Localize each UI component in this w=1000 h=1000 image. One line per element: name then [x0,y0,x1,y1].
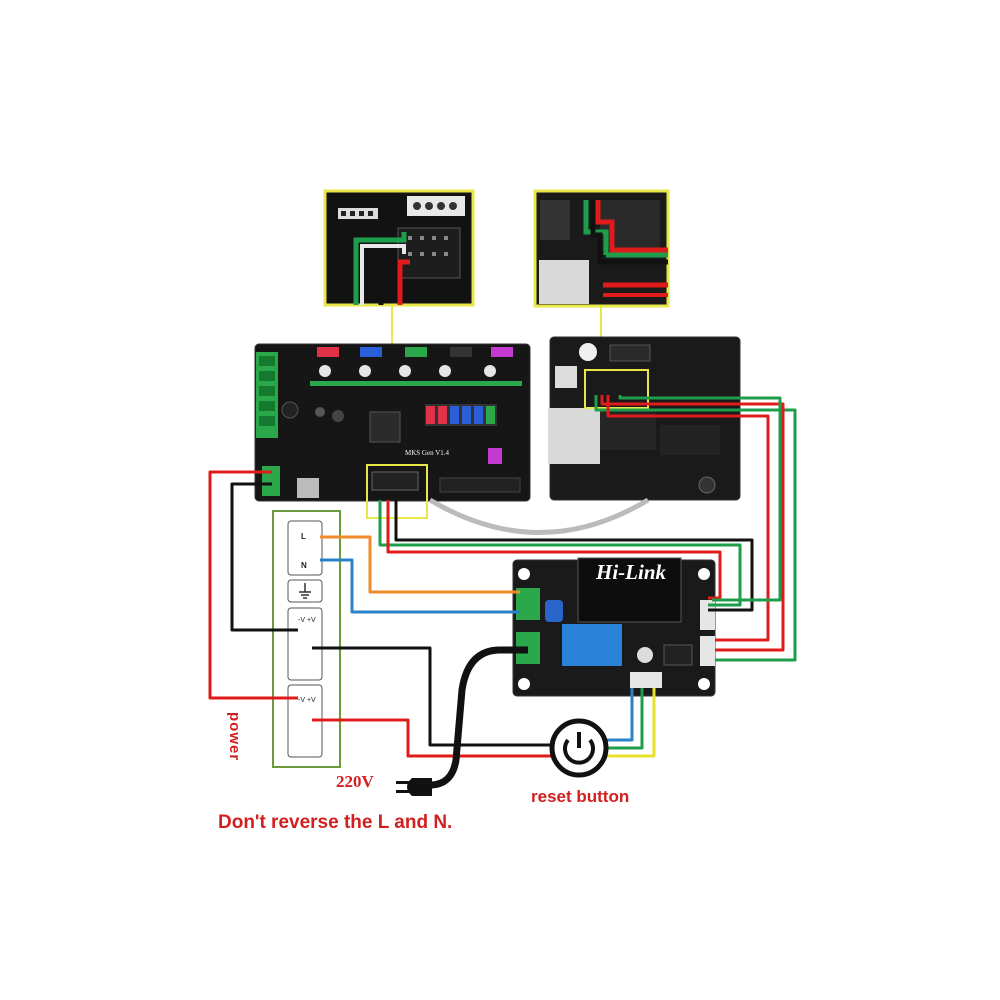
zoom-inset-right [533,189,670,308]
power-terminal-l: L [301,532,306,541]
ground-icon [299,583,311,599]
power-icon [549,718,609,778]
relay-module [512,557,716,697]
power-terminal-v2: -V +V [298,697,316,704]
display-board [548,336,741,501]
power-terminal-n: N [301,561,307,570]
plug-icon [396,778,432,796]
wires [208,395,797,789]
controller-board [254,343,531,519]
board-title: MKS Gen V1.4 [405,449,450,457]
power-supply [272,510,341,768]
link-arrow [428,497,650,535]
power-label: power [226,712,243,762]
zoom-inset-left [323,189,475,307]
module-brand: Hi-Link [596,560,667,584]
warning-label: Don't reverse the L and N. [218,812,453,833]
power-terminal-v1: -V +V [298,617,316,624]
voltage-label: 220V [336,772,374,791]
reset-button-label: reset button [531,787,630,806]
